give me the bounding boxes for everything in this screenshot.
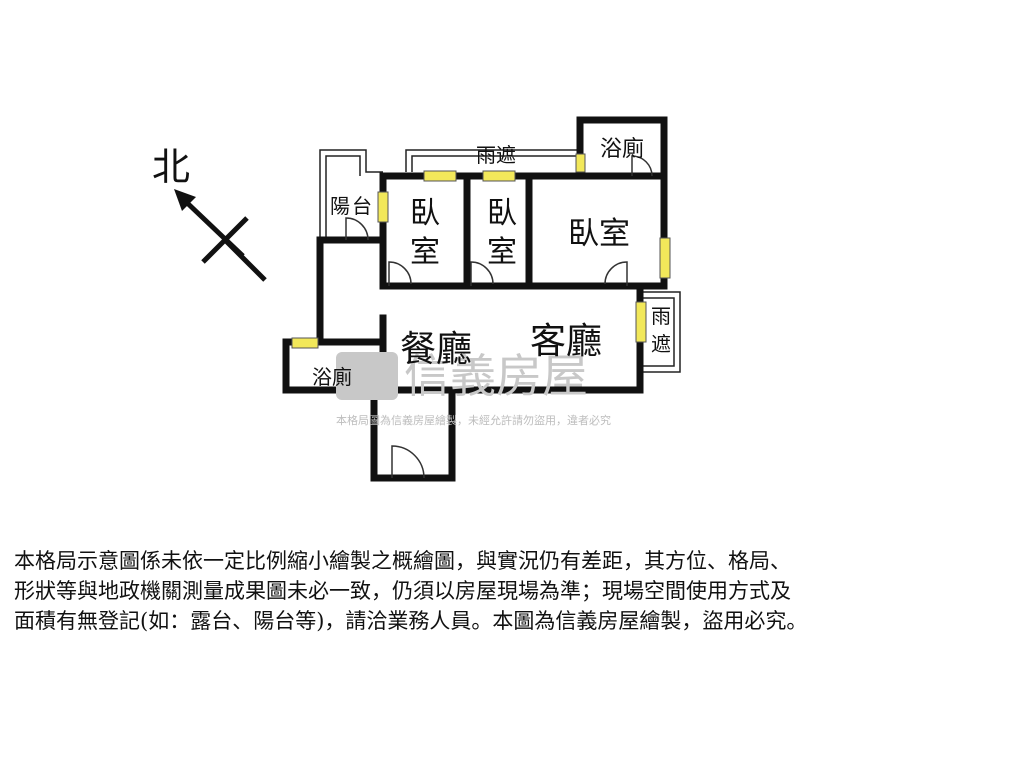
notice-line-3: 面積有無登記(如：露台、陽台等)，請洽業務人員。本圖為信義房屋繪製，盜用必究。 <box>14 609 808 633</box>
balcony-outline <box>319 149 383 240</box>
wall-bathroom-top <box>576 116 668 290</box>
canopy-right-outline-inner <box>643 297 675 367</box>
bedroom-2-label-bottom: 室 <box>487 235 517 270</box>
canopy-outlines <box>319 149 681 373</box>
door-bedroom-2 <box>470 261 494 286</box>
watermark-brand: 信義房屋 <box>404 349 588 403</box>
watermark: 信義房屋 本格局圖為信義房屋繪製，未經允許請勿盜用，違者必究 <box>336 349 611 427</box>
window-living <box>635 301 647 343</box>
balcony-label-line2: 台 <box>352 194 372 218</box>
living-label: 客廳 <box>530 321 602 362</box>
balcony-outline-inner <box>325 155 361 240</box>
compass-north-label: 北 <box>152 145 190 189</box>
bedroom-3-label: 臥室 <box>568 216 630 252</box>
bathroom-top-label: 浴廁 <box>600 137 644 162</box>
wall-entrance <box>370 386 456 482</box>
north-arrow-head-icon <box>174 189 196 211</box>
canopy-right-outline <box>643 291 681 373</box>
door-bedroom-1 <box>388 261 412 286</box>
window-bedroom-3 <box>659 237 671 279</box>
room-labels: 臥 室 臥 室 臥室 浴廁 浴廁 陽 台 餐廳 客廳 雨遮 雨 遮 <box>312 137 671 389</box>
balcony-label-line1: 陽 <box>330 194 350 218</box>
bedroom-2-label-top: 臥 <box>487 196 517 231</box>
canopy-right-label-line2: 遮 <box>651 332 671 356</box>
window-balcony <box>377 191 389 223</box>
bedroom-1-label-top: 臥 <box>410 196 440 231</box>
watermark-logo-icon <box>336 352 398 400</box>
window-bedroom-1 <box>423 170 457 182</box>
canopy-top-outline-inner <box>411 155 580 172</box>
window-bathroom-left <box>291 337 319 349</box>
door-bedroom-3 <box>604 261 628 286</box>
bathroom-left-label: 浴廁 <box>312 365 352 389</box>
canopy-top-outline <box>405 149 580 172</box>
canopy-top-label: 雨遮 <box>476 143 516 167</box>
window-bedroom-2 <box>482 170 516 182</box>
window-canopy <box>575 153 586 173</box>
walls <box>282 116 668 482</box>
compass: 北 <box>152 145 267 282</box>
door-balcony <box>345 217 369 241</box>
door-bathroom-top <box>631 155 653 177</box>
disclaimer-notice: 本格局示意圖係未依一定比例縮小繪製之概繪圖，與實況仍有差距，其方位、格局、 形狀… <box>14 546 1014 636</box>
notice-line-2: 形狀等與地政機關測量成果圖未必一致，仍須以房屋現場為準；現場空間使用方式及 <box>14 579 791 603</box>
floor-plan: 北 <box>152 116 681 482</box>
canopy-right-label-line1: 雨 <box>651 304 671 328</box>
notice-line-1: 本格局示意圖係未依一定比例縮小繪製之概繪圖，與實況仍有差距，其方位、格局、 <box>14 549 791 573</box>
bedroom-1-label-bottom: 室 <box>410 235 440 270</box>
compass-tail-line <box>223 238 267 282</box>
watermark-disclaimer: 本格局圖為信義房屋繪製，未經允許請勿盜用，違者必究 <box>336 413 611 427</box>
dining-label: 餐廳 <box>400 329 472 370</box>
windows <box>291 153 671 349</box>
door-entrance <box>391 445 425 479</box>
